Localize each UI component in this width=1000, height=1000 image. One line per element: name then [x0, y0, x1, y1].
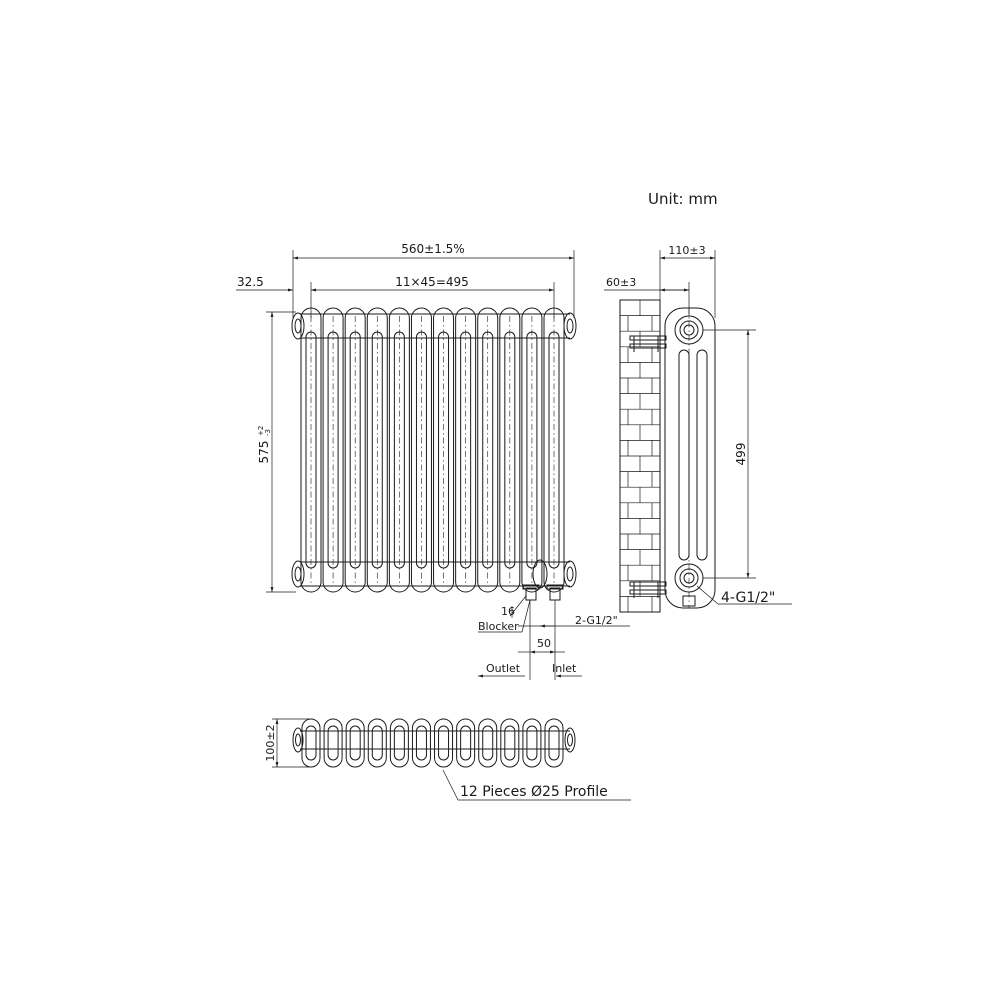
outlet-arrow: Outlet — [478, 662, 525, 678]
inlet-arrow: Inlet — [552, 662, 582, 678]
inlet-spacing-label: 50 — [537, 637, 551, 650]
outlet-label: Outlet — [486, 662, 521, 675]
profile-fins — [301, 718, 564, 768]
wall-offset-dimension: 60±3 — [604, 276, 690, 316]
brick-row — [620, 424, 660, 441]
radiator-column — [543, 307, 565, 593]
radiator-column — [433, 307, 455, 593]
end-offset-dimension: 32.5 — [236, 275, 293, 292]
brick-wall — [619, 299, 661, 613]
brick-row — [620, 408, 660, 425]
top-view: 100±2 12 Pieces Ø25 Profile — [264, 718, 631, 801]
brick-row — [620, 362, 660, 378]
inlet-thread-label: 2-G1/2" — [575, 614, 618, 627]
inlet-dimensions: 2-G1/2" 50 — [518, 600, 630, 680]
bottom-port — [674, 563, 704, 593]
side-depth-dimension: 110±3 — [659, 244, 716, 318]
inlet-label: Inlet — [552, 662, 577, 675]
radiator-column — [366, 307, 388, 593]
end-offset-label: 32.5 — [237, 275, 264, 289]
profile-fin — [411, 718, 431, 768]
profile-fin — [323, 718, 343, 768]
blocker-fitting — [522, 584, 540, 601]
brick-row — [620, 455, 660, 472]
ports-thread-callout: 4-G1/2" — [696, 585, 792, 606]
height-dimension: 575 +2 -3 — [257, 311, 296, 593]
brick-row — [620, 315, 660, 332]
ports-thread-label: 4-G1/2" — [721, 590, 775, 606]
port-centres-dimension: 499 — [703, 329, 756, 579]
top-depth-dimension: 100±2 — [264, 718, 310, 768]
bottom-bracket — [629, 581, 696, 607]
brick-row — [620, 377, 660, 394]
radiator-column — [499, 307, 521, 593]
overall-width-label: 560±1.5% — [401, 242, 464, 256]
brick-row — [620, 518, 660, 534]
radiator-column — [322, 307, 344, 593]
brick-row — [620, 533, 660, 550]
wall-offset-label: 60±3 — [606, 276, 636, 289]
height-tol-lower: -3 — [264, 429, 272, 436]
brick-row — [620, 502, 660, 519]
brick-row — [620, 299, 660, 316]
end-cap-bottom-right — [563, 560, 577, 588]
port-centres-label: 499 — [734, 443, 748, 466]
brick-row — [620, 471, 660, 488]
side-view: 110±3 60±3 499 4-G1/2" — [604, 244, 792, 613]
top-end-cap-right — [564, 727, 576, 753]
radiator-column — [344, 307, 366, 593]
brick-row — [620, 440, 660, 456]
top-depth-label: 100±2 — [264, 724, 277, 761]
radiator-side-profile — [664, 307, 716, 609]
radiator-columns — [300, 307, 565, 593]
profile-fin — [301, 718, 321, 768]
brick-row — [620, 564, 660, 581]
brick-row — [620, 393, 660, 410]
blocker-callout: 16 Blocker — [478, 595, 531, 633]
profile-note-label: 12 Pieces Ø25 Profile — [460, 784, 608, 800]
brick-row — [620, 596, 660, 612]
end-cap-bottom-left — [291, 560, 305, 588]
profile-note-callout: 12 Pieces Ø25 Profile — [442, 769, 631, 801]
blocker-label: Blocker — [478, 620, 519, 633]
profile-fin — [544, 718, 564, 768]
radiator-column — [455, 307, 477, 593]
profile-fin — [456, 718, 476, 768]
profile-fin — [434, 718, 454, 768]
brick-row — [620, 486, 660, 503]
profile-fin — [389, 718, 409, 768]
radiator-column — [477, 307, 499, 593]
end-cap-top-left — [291, 312, 305, 340]
overall-width-dimension: 560±1.5% — [292, 242, 575, 318]
top-end-cap-left — [292, 727, 304, 753]
radiator-column — [300, 307, 322, 593]
column-pitch-dimension: 11×45=495 — [310, 275, 555, 318]
height-label: 575 — [257, 441, 271, 464]
side-depth-label: 110±3 — [668, 244, 705, 257]
height-tol-upper: +2 — [257, 426, 265, 436]
end-cap-top-right — [563, 312, 577, 340]
front-view: 560±1.5% 11×45=495 32.5 575 +2 -3 — [236, 242, 630, 680]
profile-fin — [478, 718, 498, 768]
radiator-column — [410, 307, 432, 593]
radiator-column — [521, 307, 543, 593]
profile-fin — [345, 718, 365, 768]
brick-row — [620, 549, 660, 566]
radiator-column — [388, 307, 410, 593]
column-pitch-label: 11×45=495 — [395, 275, 469, 289]
top-bracket — [629, 335, 667, 352]
brick-row — [620, 346, 660, 363]
profile-fin — [367, 718, 387, 768]
profile-fin — [522, 718, 542, 768]
blocker-size-label: 16 — [501, 605, 515, 618]
profile-fin — [500, 718, 520, 768]
unit-label: Unit: mm — [648, 190, 718, 208]
